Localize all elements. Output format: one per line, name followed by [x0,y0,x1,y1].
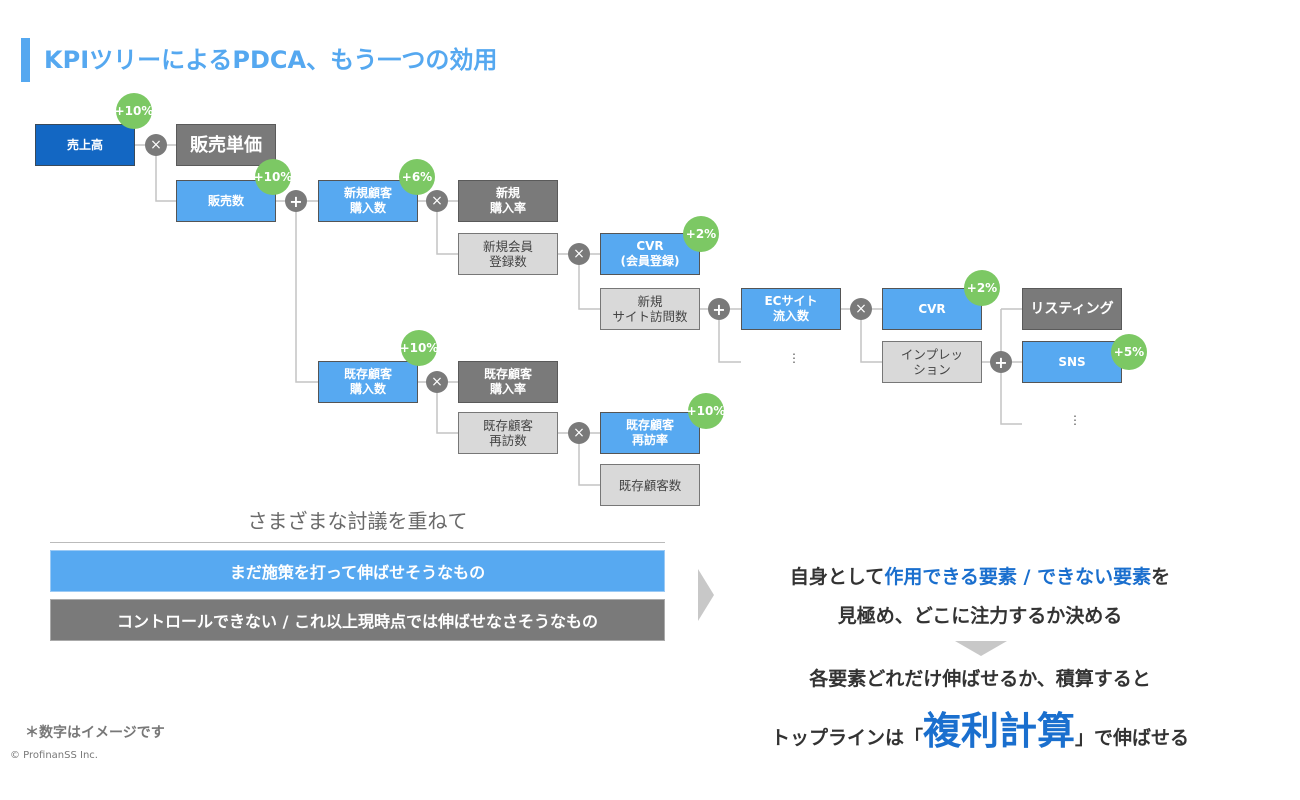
node-impressions: インプレッ ション [882,341,982,383]
page-title: KPIツリーによるPDCA、もう一つの効用 [44,46,498,74]
conclusion-line-4: トップラインは「複利計算」で伸ばせる [720,700,1240,755]
growth-badge-sns: +5% [1111,334,1147,370]
node-new-member-signups: 新規会員 登録数 [458,233,558,275]
plus-operator-icon: + [708,298,730,320]
arrow-right-icon [698,569,714,621]
arrow-down-icon [955,641,1007,656]
node-existing-purchase-rate: 既存顧客 購入率 [458,361,558,403]
conclusion-text: 自身として [789,566,885,588]
multiply-operator-icon: × [568,422,590,444]
node-listing: リスティング [1022,288,1122,330]
conclusion-line-3: 各要素どれだけ伸ばせるか、積算すると [809,668,1151,690]
connector [860,309,882,363]
title-accent-bar [21,38,30,82]
growth-badge-cvr-signup: +2% [683,216,719,252]
node-existing-customer-purchases: 既存顧客 購入数 [318,361,418,403]
conclusion-text: 」で伸ばせる [1075,727,1190,749]
growth-badge-existing-customer-purchases: +10% [400,330,438,366]
conclusion-line-1: 自身として作用できる要素 / できない要素を [720,562,1240,589]
footnote: ＊数字はイメージです [25,725,165,741]
connector [578,254,600,310]
connector [295,201,318,383]
node-existing-revisit-rate: 既存顧客 再訪率 [600,412,700,454]
node-sales: 売上高 [35,124,135,166]
conclusion-emphasis: 複利計算 [922,709,1075,753]
node-ec-site-inflow: ECサイト 流入数 [741,288,841,330]
growth-badge-sales: +10% [115,93,153,129]
copyright: © ProfinanSS Inc. [10,750,98,761]
multiply-operator-icon: × [850,298,872,320]
connector [436,382,458,434]
conclusion-text: を [1151,566,1171,588]
node-sns: SNS [1022,341,1122,383]
legend-uncontrollable: コントロールできない / これ以上現時点では伸ばせなさそうなもの [50,599,665,641]
connector [436,201,458,255]
discussion-heading: さまざまな討議を重ねて [247,509,468,533]
multiply-operator-icon: × [426,371,448,393]
divider [50,542,665,543]
plus-operator-icon: + [990,351,1012,373]
legend-actionable: まだ施策を打って伸ばせそうなもの [50,550,665,592]
connector [718,309,741,363]
node-existing-customers: 既存顧客数 [600,464,700,506]
node-unit-price: 販売単価 [176,124,276,166]
connector [1000,309,1022,425]
ellipsis-more-items: ⋮ [1069,413,1081,427]
conclusion-highlight: 作用できる要素 / できない要素 [884,566,1152,588]
connector [578,433,600,486]
connector [155,145,176,202]
growth-badge-new-customer-purchases: +6% [399,159,435,195]
growth-badge-existing-revisit-rate: +10% [687,393,725,429]
node-existing-revisits: 既存顧客 再訪数 [458,412,558,454]
plus-operator-icon: + [285,190,307,212]
conclusion-text: トップラインは「 [770,727,923,749]
multiply-operator-icon: × [426,190,448,212]
growth-badge-units-sold: +10% [254,159,292,195]
node-new-site-visits: 新規 サイト訪問数 [600,288,700,330]
multiply-operator-icon: × [145,134,167,156]
node-new-purchase-rate: 新規 購入率 [458,180,558,222]
conclusion-line-2: 見極め、どこに注力するか決める [837,605,1123,627]
ellipsis-more-items: ⋮ [788,351,800,365]
growth-badge-cvr: +2% [964,270,1000,306]
multiply-operator-icon: × [568,243,590,265]
